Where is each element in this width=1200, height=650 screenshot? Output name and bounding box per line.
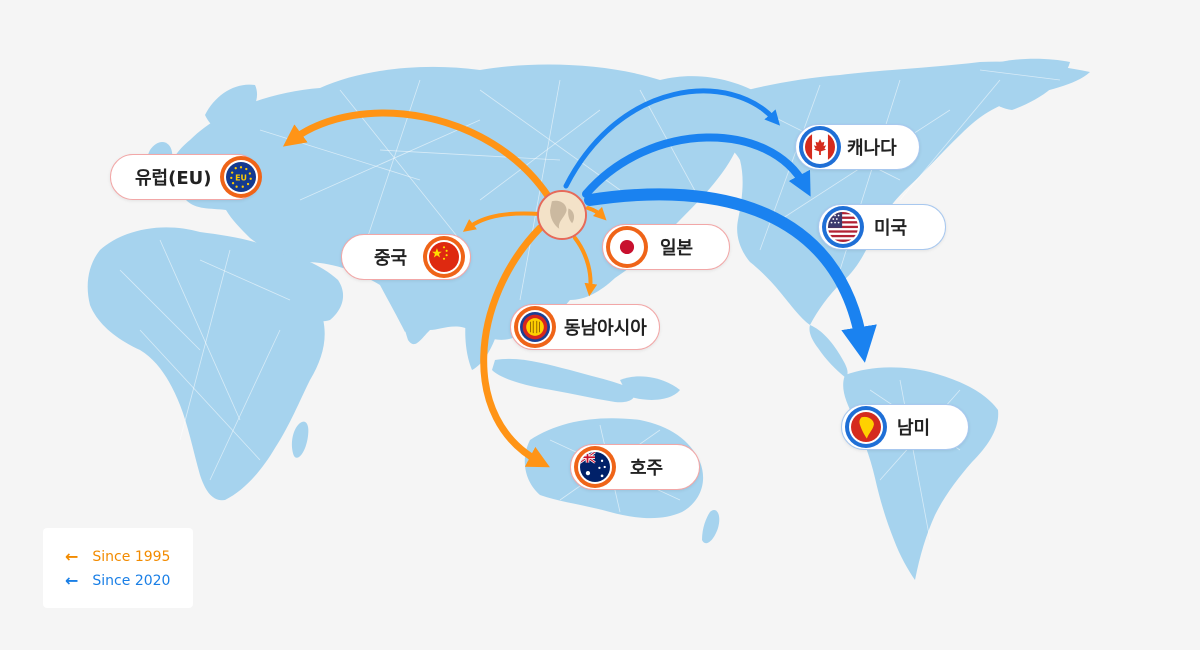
australia-flag-icon xyxy=(574,446,616,488)
new-zealand-landmass xyxy=(702,509,720,544)
routes-since-2020 xyxy=(563,88,877,363)
legend-label-1995: Since 1995 xyxy=(92,548,171,565)
region-southeast-asia[interactable]: 동남아시아 xyxy=(510,304,660,350)
india-landmass xyxy=(375,264,430,332)
eurasia-landmass xyxy=(168,64,777,345)
north-america-landmass xyxy=(678,61,1090,325)
legend: ← Since 1995 ← Since 2020 xyxy=(43,528,193,608)
china-flag-icon xyxy=(423,236,466,278)
south-america-map-icon xyxy=(845,406,887,448)
route-to-china xyxy=(462,211,542,232)
usa-flag-icon xyxy=(822,206,864,248)
route-to-japan xyxy=(586,206,607,221)
region-canada[interactable]: 캐나다 xyxy=(795,124,920,170)
canada-flag-icon xyxy=(799,126,841,168)
africa-landmass xyxy=(87,227,325,501)
region-south-america-label: 남미 xyxy=(897,418,931,439)
south-america-landmass xyxy=(843,367,999,580)
region-china[interactable]: 중국 xyxy=(341,234,471,280)
route-to-eu xyxy=(282,109,552,200)
scandinavia-landmass xyxy=(205,84,258,132)
region-japan[interactable]: 일본 xyxy=(602,224,730,270)
legend-label-2020: Since 2020 xyxy=(92,572,171,589)
region-south-america[interactable]: 남미 xyxy=(841,404,969,450)
region-china-label: 중국 xyxy=(374,248,408,269)
blue-arrow-icon: ← xyxy=(65,571,79,590)
madagascar-landmass xyxy=(291,421,309,458)
asean-emblem-icon xyxy=(514,306,556,348)
legend-item-2020: ← Since 2020 xyxy=(65,571,170,590)
route-to-usa xyxy=(582,133,811,198)
arabia-landmass xyxy=(268,254,344,322)
central-america-landmass xyxy=(809,325,848,378)
route-to-south-america xyxy=(584,188,877,363)
route-to-southeast-asia xyxy=(573,236,598,297)
region-australia-label: 호주 xyxy=(630,458,664,479)
region-australia[interactable]: 호주 xyxy=(570,444,700,490)
orange-arrow-icon: ← xyxy=(65,547,79,566)
svg-text:EU: EU xyxy=(235,174,247,183)
region-eu[interactable]: 유럽(EU) EU xyxy=(110,154,262,200)
region-eu-label: 유럽(EU) xyxy=(135,168,212,189)
region-canada-label: 캐나다 xyxy=(847,138,897,159)
region-usa-label: 미국 xyxy=(874,218,908,239)
route-to-canada xyxy=(563,88,781,189)
new-guinea-landmass xyxy=(620,376,680,400)
region-usa[interactable]: 미국 xyxy=(818,204,946,250)
korea-hub-marker xyxy=(537,190,587,240)
land-masses xyxy=(87,58,1090,580)
korea-globe-icon xyxy=(539,192,585,238)
legend-item-1995: ← Since 1995 xyxy=(65,547,170,566)
eu-flag-icon: EU xyxy=(219,156,262,198)
japan-flag-icon xyxy=(606,226,648,268)
route-to-australia xyxy=(480,224,550,468)
indonesia-landmass xyxy=(492,358,635,403)
greenland-landmass xyxy=(975,58,1070,110)
region-japan-label: 일본 xyxy=(660,238,694,259)
routes-since-1995 xyxy=(282,109,607,468)
region-southeast-asia-label: 동남아시아 xyxy=(564,318,647,339)
